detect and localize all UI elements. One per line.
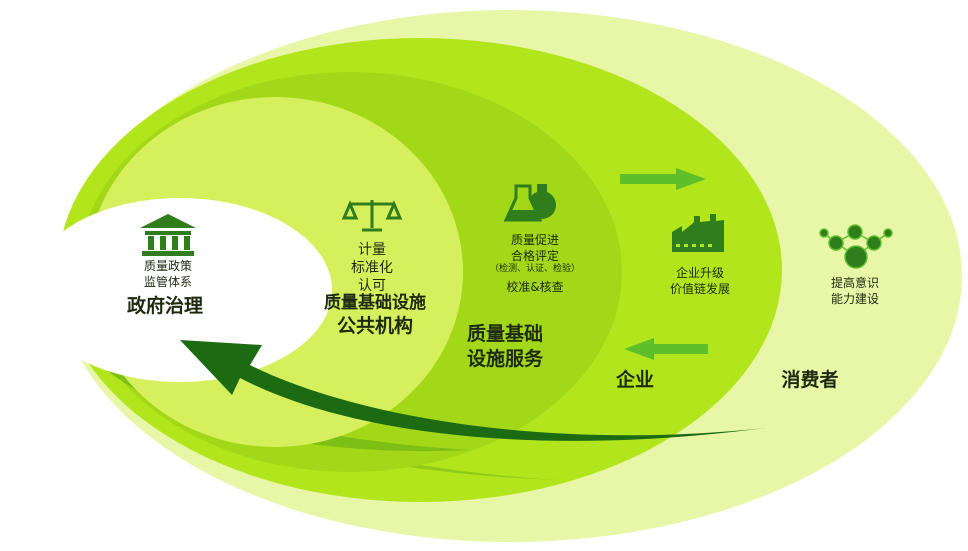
arrow-right-icon <box>620 168 706 190</box>
service-title2: 设施服务 <box>466 347 543 370</box>
public-line1: 计量 <box>358 242 386 258</box>
service-text: 质量促进 合格评定 （检测、认证、检验） 校准&核查 <box>460 233 610 295</box>
public-title1: 质量基础设施 <box>324 293 426 313</box>
service-title: 质量基础 设施服务 <box>445 322 565 371</box>
public-title: 质量基础设施 公共机构 <box>310 292 440 339</box>
service-line4: 校准&核查 <box>506 279 564 294</box>
feedback-arrow <box>180 340 765 441</box>
service-line1: 质量促进 <box>510 233 559 247</box>
service-line2: 合格评定 <box>510 248 559 263</box>
consumer-title: 消费者 <box>781 369 839 391</box>
bank-icon <box>140 214 196 256</box>
flask-icon <box>503 184 556 222</box>
enterprise-line1: 企业升级 <box>675 266 724 280</box>
government-title: 政府治理 <box>126 295 203 317</box>
consumer-line1: 提高意识 <box>830 276 879 290</box>
enterprise-title: 企业 <box>615 369 654 391</box>
service-title1: 质量基础 <box>466 323 543 345</box>
public-title2: 公共机构 <box>336 315 413 338</box>
network-icon <box>819 224 893 269</box>
public-text: 计量 标准化 认可 <box>332 241 412 296</box>
enterprise-line2: 价值链发展 <box>669 281 730 296</box>
public-line2: 标准化 <box>351 260 393 277</box>
government-line1: 质量政策 <box>143 259 192 273</box>
public-line3: 认可 <box>358 278 386 295</box>
government-line2: 监管体系 <box>143 274 192 289</box>
consumer-text: 提高意识 能力建设 <box>810 276 900 307</box>
consumer-line2: 能力建设 <box>830 291 879 306</box>
factory-icon <box>672 214 724 252</box>
scales-icon <box>341 200 403 232</box>
arrow-left-icon <box>624 338 708 360</box>
service-line3: （检测、认证、检验） <box>489 264 580 275</box>
government-text: 质量政策 监管体系 <box>128 259 208 290</box>
government-core <box>28 198 332 382</box>
enterprise-text: 企业升级 价值链发展 <box>650 266 750 297</box>
